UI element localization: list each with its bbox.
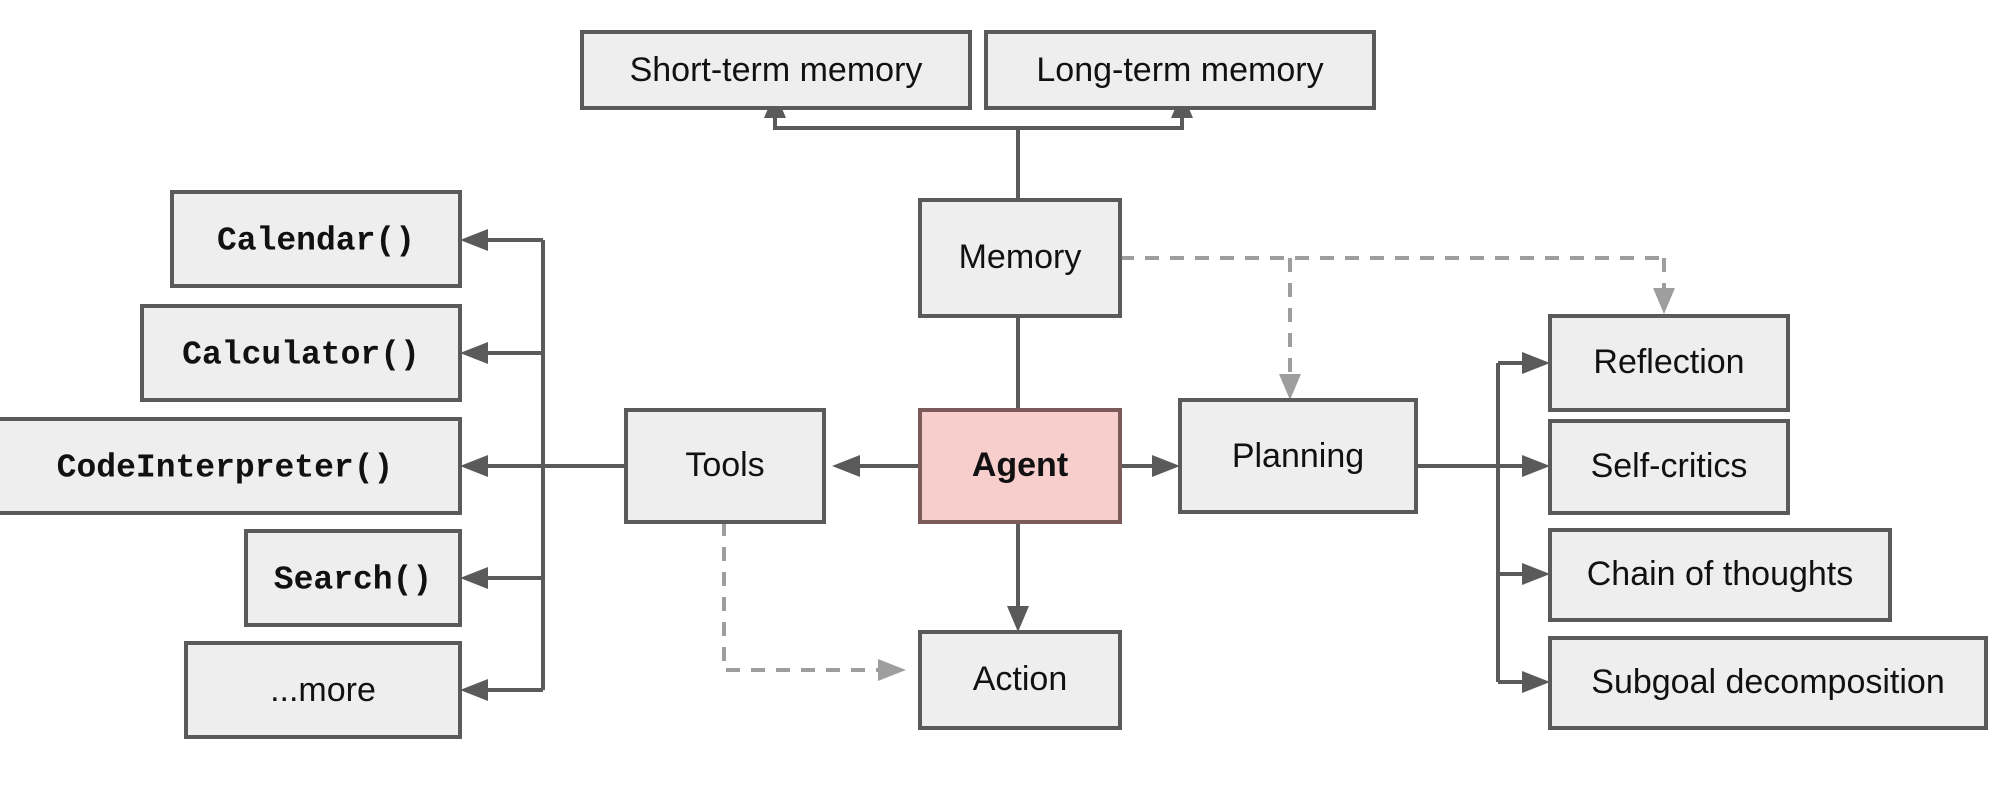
node-short-term-memory-label: Short-term memory [630,51,923,89]
node-subgoal-decomposition-label: Subgoal decomposition [1591,663,1944,701]
node-search-box [244,529,462,627]
node-action[interactable]: Action [918,630,1122,730]
arrowhead-tools [832,455,860,477]
node-code-interpreter-label: CodeInterpreter() [57,450,394,487]
node-reflection-label: Reflection [1593,343,1744,381]
node-calculator-label: Calculator() [182,337,420,374]
node-agent-label: Agent [972,446,1068,484]
node-tools-label: Tools [685,446,764,484]
node-search[interactable]: Search() [244,529,462,627]
node-search-label: Search() [274,562,432,599]
edge-layer-solid [460,92,1550,701]
node-self-critics-box [1548,419,1790,515]
node-chain-of-thoughts-label: Chain of thoughts [1587,555,1854,593]
node-long-term-memory[interactable]: Long-term memory [984,30,1376,110]
node-memory[interactable]: Memory [918,198,1122,318]
node-tools-box [624,408,826,524]
node-planning[interactable]: Planning [1178,398,1418,514]
node-code-interpreter-box [0,417,462,515]
arrowhead-reflection [1522,352,1550,374]
node-calculator-box [140,304,462,402]
node-subgoal-decomposition[interactable]: Subgoal decomposition [1548,636,1988,730]
node-calendar-box [170,190,462,288]
node-long-term-memory-label: Long-term memory [1036,51,1323,89]
node-action-box [918,630,1122,730]
node-self-critics-label: Self-critics [1591,447,1748,485]
node-calendar-label: Calendar() [217,223,415,260]
node-memory-box [918,198,1122,318]
arrowhead-subgoal-decomposition [1522,671,1550,693]
node-long-term-memory-box [984,30,1376,110]
arrowhead-more [460,679,488,701]
node-more-box [184,641,462,739]
node-action-label: Action [973,660,1068,698]
node-code-interpreter[interactable]: CodeInterpreter() [0,417,462,515]
node-planning-label: Planning [1232,437,1364,475]
node-agent-box [918,408,1122,524]
node-memory-label: Memory [959,238,1082,276]
arrowhead-planning-dashed [1279,374,1301,400]
arrowhead-action-dashed [878,659,906,681]
arrowhead-code-interpreter [460,455,488,477]
node-short-term-memory[interactable]: Short-term memory [580,30,972,110]
node-planning-box [1178,398,1418,514]
node-short-term-memory-box [580,30,972,110]
arrowhead-calculator [460,342,488,364]
arrowhead-self-critics [1522,455,1550,477]
node-calculator[interactable]: Calculator() [140,304,462,402]
node-self-critics[interactable]: Self-critics [1548,419,1790,515]
node-tools[interactable]: Tools [624,408,826,524]
arrowhead-action [1007,606,1029,632]
arrowhead-planning [1152,455,1180,477]
arrowhead-search [460,567,488,589]
node-subgoal-decomposition-box [1548,636,1988,730]
node-more-label: ...more [270,671,376,709]
node-reflection-box [1548,314,1790,412]
edge-layer-dashed [722,256,1675,681]
arrowhead-reflection-dashed [1653,288,1675,314]
node-agent[interactable]: Agent [918,408,1122,524]
edge-memory-to-long-term-memory [1018,108,1184,130]
node-chain-of-thoughts-box [1548,528,1892,622]
arrowhead-chain-of-thoughts [1522,563,1550,585]
node-more[interactable]: ...more [184,641,462,739]
edge-memory-to-short-term-memory [773,108,1020,200]
node-chain-of-thoughts[interactable]: Chain of thoughts [1548,528,1892,622]
node-reflection[interactable]: Reflection [1548,314,1790,412]
node-calendar[interactable]: Calendar() [170,190,462,288]
edge-tools-to-action-dashed [722,522,884,672]
arrowhead-calendar [460,229,488,251]
